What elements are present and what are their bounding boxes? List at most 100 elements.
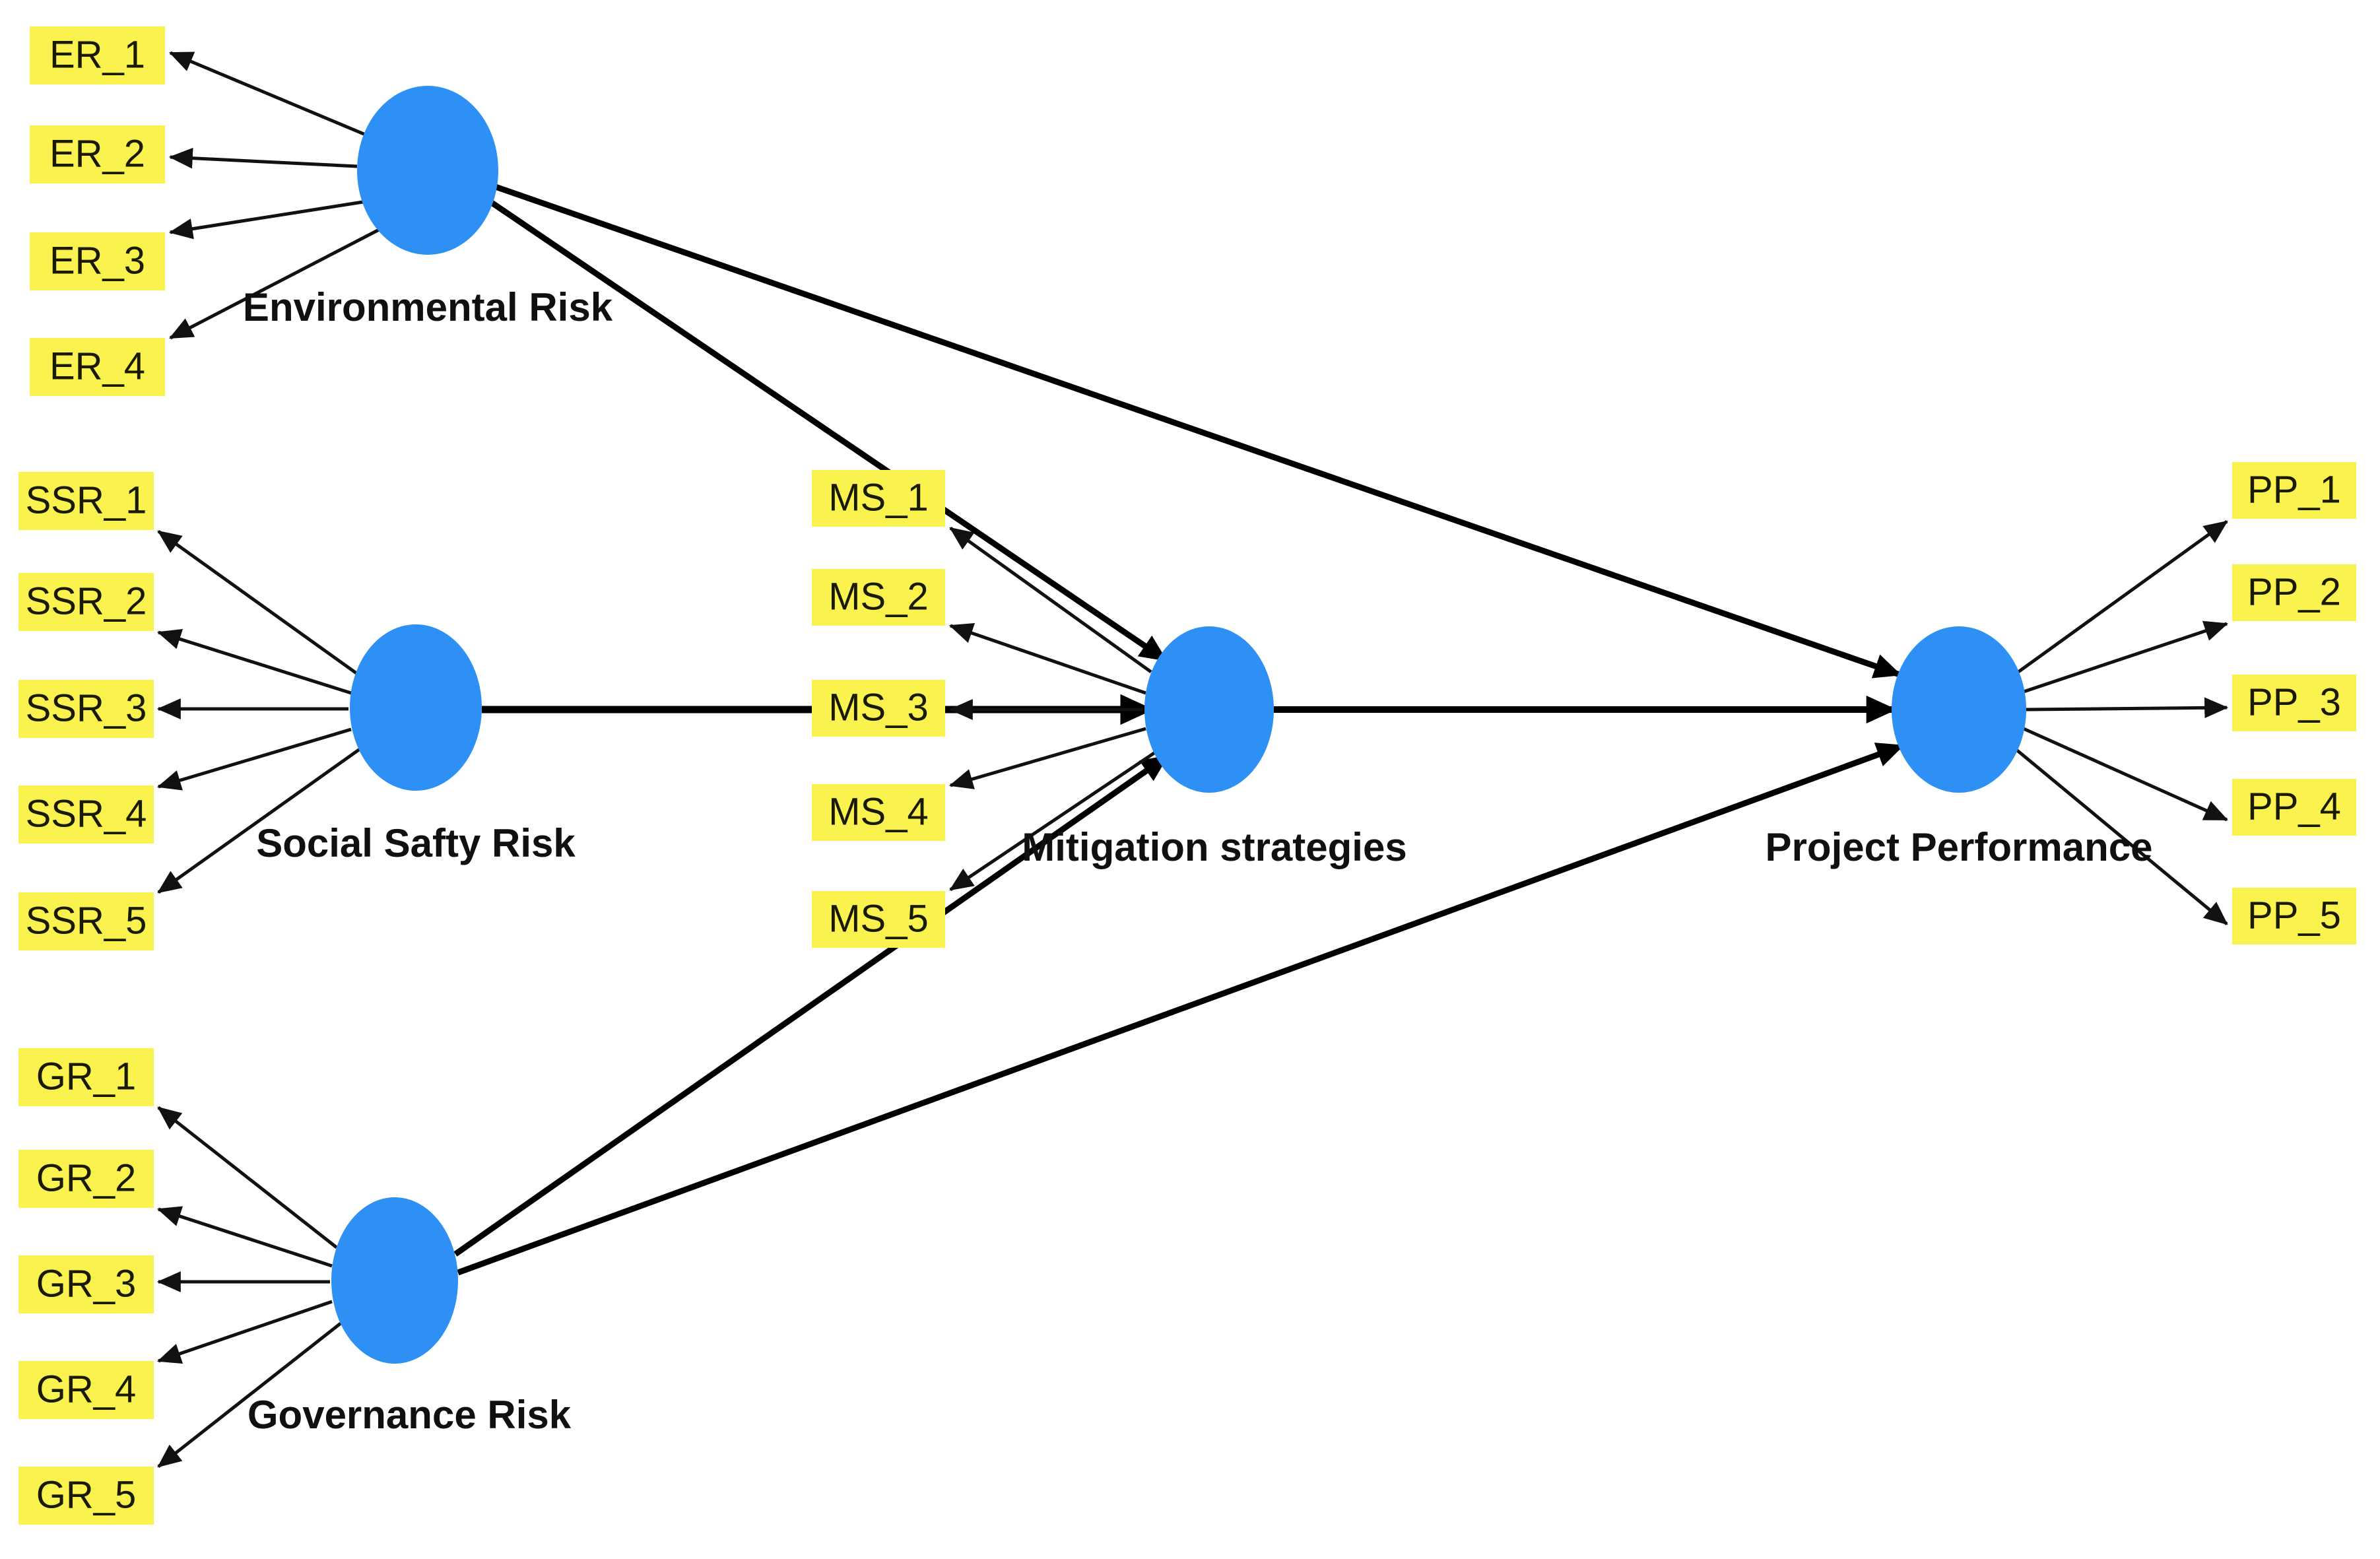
indicator-label-gr_5: GR_5 [36, 1473, 137, 1516]
indicator-label-ssr_3: SSR_3 [26, 686, 147, 729]
indicator-gr_4[interactable]: GR_4 [18, 1361, 154, 1419]
measurement-path-pp-to-pp_2 [2023, 620, 2229, 694]
indicator-ssr_5[interactable]: SSR_5 [18, 892, 154, 950]
indicator-box-gr_2[interactable] [18, 1150, 154, 1208]
indicator-box-ssr_1[interactable] [18, 472, 154, 530]
indicator-pp_5[interactable]: PP_5 [2232, 888, 2356, 945]
latent-construct-gr[interactable]: Governance Risk [248, 1197, 572, 1437]
latent-label-ssr: Social Safty Risk [256, 821, 576, 865]
indicator-label-ssr_1: SSR_1 [26, 479, 147, 521]
measurement-path-ssr-to-ssr_5 [157, 747, 361, 894]
indicator-ssr_1[interactable]: SSR_1 [18, 472, 154, 530]
measurement-path-gr-to-gr_5 [157, 1322, 342, 1468]
indicator-label-ms_5: MS_5 [828, 897, 929, 940]
indicator-box-gr_4[interactable] [18, 1361, 154, 1419]
indicator-box-pp_1[interactable] [2232, 462, 2356, 519]
indicator-box-pp_4[interactable] [2232, 779, 2356, 836]
latent-ellipse-ms[interactable] [1144, 626, 1274, 793]
latent-construct-pp[interactable]: Project Performance [1766, 626, 2153, 869]
indicator-er_1[interactable]: ER_1 [30, 26, 165, 84]
latent-label-gr: Governance Risk [248, 1393, 572, 1437]
structural-paths-group [453, 183, 1905, 1276]
indicator-ms_5[interactable]: MS_5 [812, 891, 945, 948]
measurement-path-ms-to-ms_5 [949, 750, 1156, 892]
indicator-box-er_3[interactable] [30, 232, 165, 290]
indicator-box-ms_5[interactable] [812, 891, 945, 948]
indicator-ms_4[interactable]: MS_4 [812, 784, 945, 841]
indicator-box-ms_1[interactable] [812, 470, 945, 527]
indicator-label-ssr_5: SSR_5 [26, 899, 147, 942]
indicator-ms_2[interactable]: MS_2 [812, 569, 945, 626]
indicator-box-gr_1[interactable] [18, 1048, 154, 1106]
measurement-path-er-to-er_4 [169, 226, 384, 340]
indicator-box-er_2[interactable] [30, 125, 165, 183]
structural-path-er-to-ms [488, 199, 1168, 663]
measurement-path-er-to-er_2 [168, 147, 358, 169]
indicator-gr_2[interactable]: GR_2 [18, 1150, 154, 1208]
indicator-box-pp_5[interactable] [2232, 888, 2356, 945]
latent-ellipse-pp[interactable] [1892, 626, 2026, 793]
indicator-label-gr_2: GR_2 [36, 1156, 137, 1199]
indicator-gr_5[interactable]: GR_5 [18, 1467, 154, 1525]
indicator-pp_4[interactable]: PP_4 [2232, 779, 2356, 836]
measurement-path-pp-to-pp_4 [2022, 727, 2228, 822]
latent-ellipse-gr[interactable] [331, 1197, 458, 1364]
indicator-box-er_1[interactable] [30, 26, 165, 84]
indicator-ms_3[interactable]: MS_3 [812, 680, 945, 737]
indicator-er_4[interactable]: ER_4 [30, 338, 165, 396]
measurement-path-pp-to-pp_1 [2017, 519, 2228, 674]
indicator-ms_1[interactable]: MS_1 [812, 470, 945, 527]
latent-construct-ssr[interactable]: Social Safty Risk [256, 624, 576, 865]
indicator-box-pp_3[interactable] [2232, 675, 2356, 731]
measurement-path-ms-to-ms_1 [949, 526, 1152, 674]
indicator-box-ssr_2[interactable] [18, 573, 154, 631]
indicator-box-gr_3[interactable] [18, 1255, 154, 1313]
indicator-box-ssr_3[interactable] [18, 680, 154, 738]
indicator-box-ssr_4[interactable] [18, 785, 154, 844]
indicator-box-ssr_5[interactable] [18, 892, 154, 950]
indicator-label-ms_3: MS_3 [828, 686, 929, 729]
indicator-box-pp_2[interactable] [2232, 564, 2356, 621]
indicator-ssr_2[interactable]: SSR_2 [18, 573, 154, 631]
indicator-pp_2[interactable]: PP_2 [2232, 564, 2356, 621]
indicator-box-er_4[interactable] [30, 338, 165, 396]
measurement-path-ssr-to-ssr_1 [157, 529, 358, 675]
indicator-label-ms_1: MS_1 [828, 476, 929, 519]
indicator-label-pp_1: PP_1 [2247, 468, 2341, 511]
indicator-label-ms_2: MS_2 [828, 575, 929, 618]
structural-path-er-to-pp [492, 183, 1902, 679]
indicator-gr_1[interactable]: GR_1 [18, 1048, 154, 1106]
measurement-paths-group [156, 51, 2229, 1468]
latent-ellipse-ssr[interactable] [350, 624, 482, 791]
indicator-ssr_3[interactable]: SSR_3 [18, 680, 154, 738]
measurement-path-gr-to-gr_2 [156, 1206, 333, 1268]
indicator-er_2[interactable]: ER_2 [30, 125, 165, 183]
indicator-box-ms_2[interactable] [812, 569, 945, 626]
measurement-path-pp-to-pp_3 [2026, 697, 2229, 719]
indicator-box-ms_3[interactable] [812, 680, 945, 737]
indicator-label-pp_4: PP_4 [2247, 785, 2341, 828]
indicator-label-gr_3: GR_3 [36, 1262, 137, 1305]
indicator-gr_3[interactable]: GR_3 [18, 1255, 154, 1313]
measurement-path-er-to-er_3 [168, 199, 368, 240]
indicator-box-gr_5[interactable] [18, 1467, 154, 1525]
structural-path-gr-to-ms [453, 754, 1169, 1257]
indicator-box-ms_4[interactable] [812, 784, 945, 841]
indicator-label-ssr_4: SSR_4 [26, 792, 147, 835]
measurement-path-ssr-to-ssr_4 [156, 727, 352, 791]
indicator-pp_1[interactable]: PP_1 [2232, 462, 2356, 519]
latent-ellipse-er[interactable] [357, 86, 498, 255]
latent-construct-ms[interactable]: Mitigation strategies [1022, 626, 1407, 869]
indicator-label-pp_3: PP_3 [2247, 680, 2341, 723]
indicator-er_3[interactable]: ER_3 [30, 232, 165, 290]
indicator-pp_3[interactable]: PP_3 [2232, 675, 2356, 731]
measurement-path-pp-to-pp_5 [2014, 748, 2228, 925]
measurement-path-ms-to-ms_2 [948, 623, 1146, 695]
indicator-label-er_3: ER_3 [50, 239, 145, 282]
indicator-ssr_4[interactable]: SSR_4 [18, 785, 154, 844]
measurement-path-gr-to-gr_1 [157, 1106, 338, 1249]
indicator-label-er_1: ER_1 [50, 33, 145, 76]
measurement-path-ms-to-ms_4 [948, 727, 1146, 789]
latent-construct-er[interactable]: Environmental Risk [243, 86, 613, 329]
